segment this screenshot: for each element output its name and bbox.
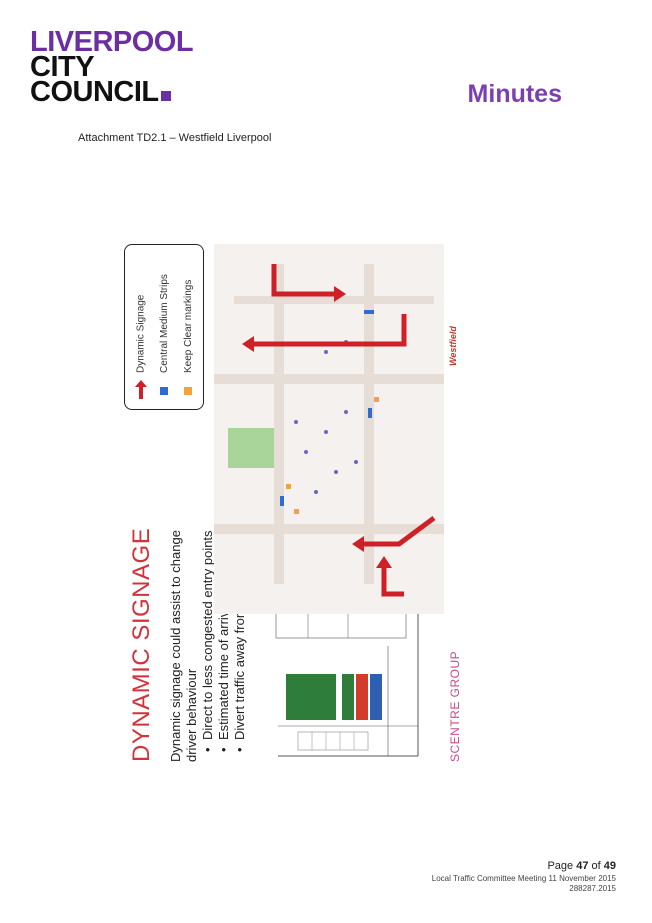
sign-row-green — [342, 674, 354, 720]
slide-lead-text: Dynamic signage could assist to change d… — [168, 530, 199, 762]
slide-title: DYNAMIC SIGNAGE — [128, 527, 155, 762]
logo-square-icon — [160, 91, 171, 101]
sign-panel-colored — [342, 674, 384, 720]
document-number: 288287.2015 — [569, 884, 616, 893]
page-prefix: Page — [547, 860, 577, 872]
logo-line-3: COUNCIL — [30, 78, 193, 107]
logo-line-1: LIVERPOOL — [30, 26, 194, 58]
legend-item-keep-clear: Keep Clear markings — [181, 280, 197, 401]
legend-item-central-medium: Central Medium Strips — [157, 274, 173, 401]
orange-square-icon — [184, 387, 193, 395]
attachment-caption: Attachment TD2.1 – Westfield Liverpool — [78, 132, 272, 144]
dynamic-signage-slide: DYNAMIC SIGNAGE Dynamic signage could as… — [118, 236, 474, 776]
blue-square-icon — [160, 387, 169, 395]
council-logo: LIVERPOOL CITY COUNCIL — [30, 26, 194, 107]
sign-face-green — [286, 674, 336, 720]
scentre-group-brand: SCENTRE GROUP — [448, 650, 462, 762]
legend-item-dynamic-signage: Dynamic Signage — [133, 295, 149, 401]
red-arrow-icon — [135, 380, 147, 399]
sign-row-blue — [370, 674, 382, 720]
page-mid: of — [588, 860, 604, 872]
page-total: 49 — [603, 860, 616, 872]
page-number: Page 47 of 49 — [547, 860, 616, 872]
slide-image-frame: DYNAMIC SIGNAGE Dynamic signage could as… — [118, 236, 474, 776]
legend-label: Keep Clear markings — [183, 279, 194, 373]
logo-line-3-text: COUNCIL — [30, 76, 159, 108]
legend-label: Central Medium Strips — [159, 274, 170, 373]
sign-row-red — [356, 674, 368, 720]
page-current: 47 — [576, 860, 589, 872]
westfield-brand: Westfield — [448, 326, 458, 366]
map-legend: Dynamic Signage Central Medium Strips Ke… — [124, 244, 204, 410]
dynamic-signage-arrows — [254, 264, 436, 597]
meeting-reference: Local Traffic Committee Meeting 11 Novem… — [431, 874, 616, 883]
intersection-schematic — [268, 596, 428, 766]
site-map — [214, 244, 444, 614]
document-title: Minutes — [467, 80, 562, 108]
map-overlay — [242, 264, 436, 597]
logo-line-2: CITY — [30, 51, 95, 83]
legend-label: Dynamic Signage — [135, 294, 147, 373]
sign-panel-green — [286, 674, 336, 720]
